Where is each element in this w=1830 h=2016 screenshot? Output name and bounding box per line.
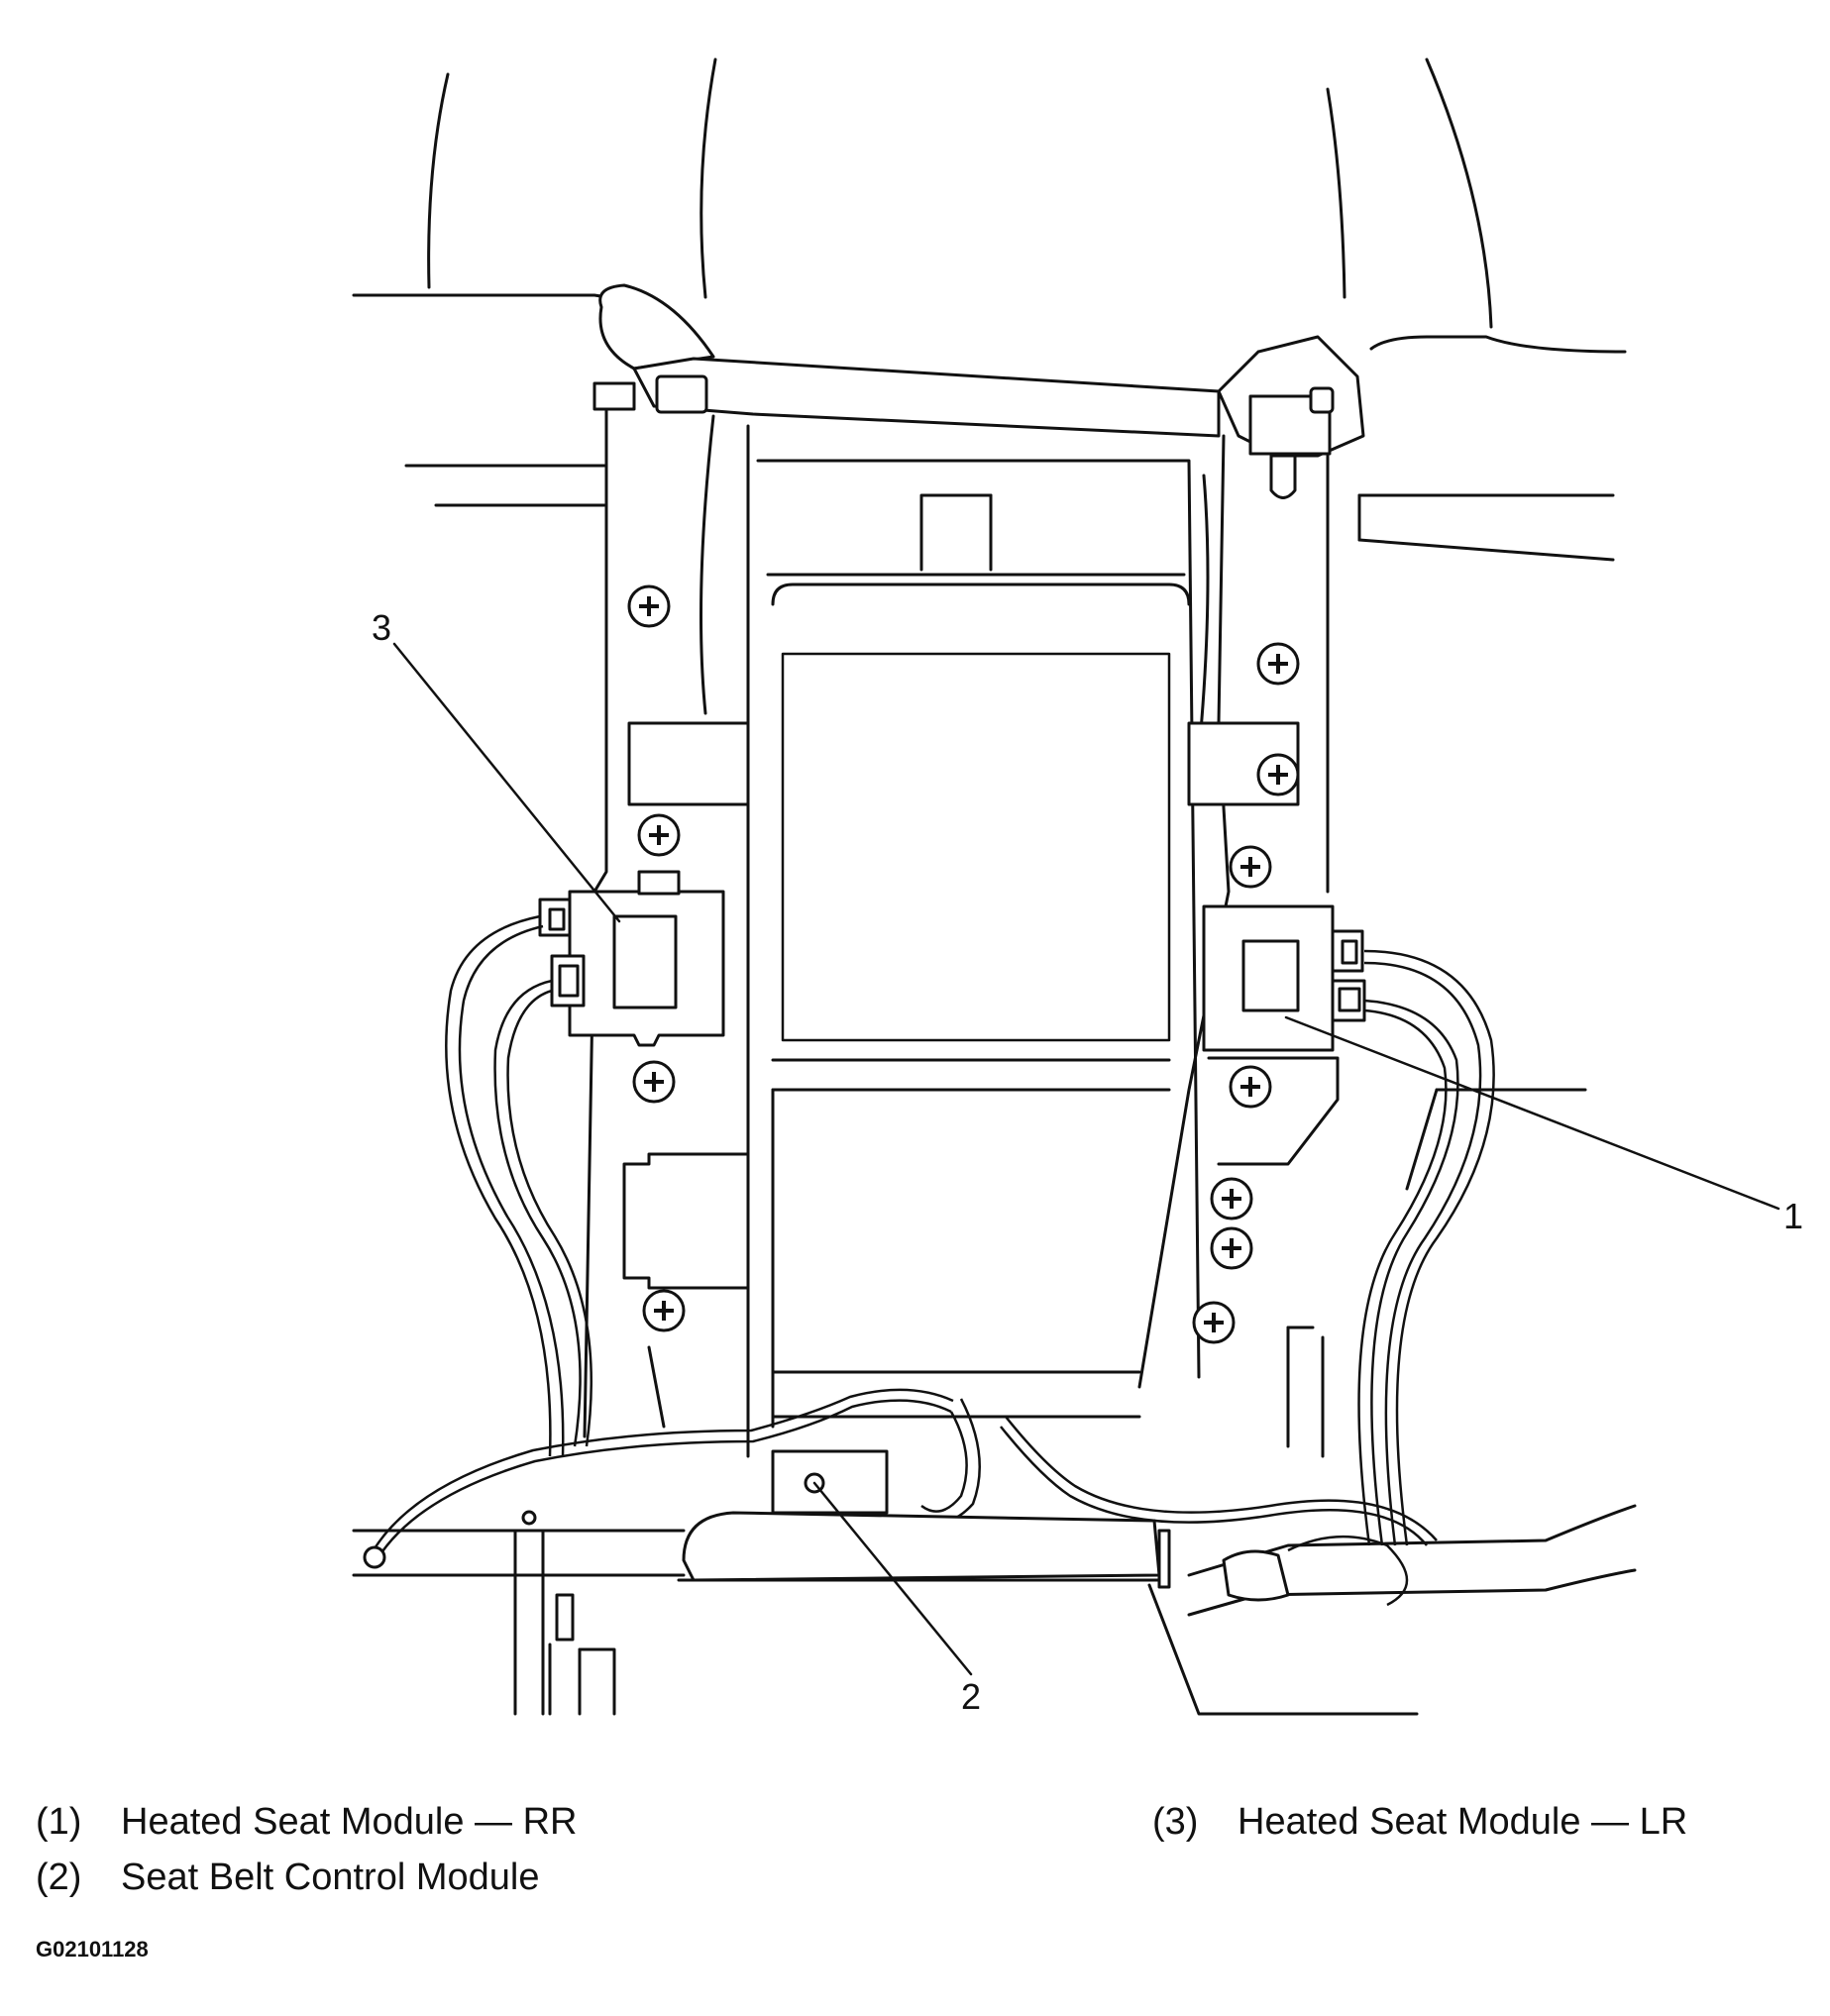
leader-lines xyxy=(392,642,1780,1676)
callout-2: 2 xyxy=(961,1676,981,1717)
legend-text: Heated Seat Module — RR xyxy=(121,1801,578,1843)
seat-back-outline xyxy=(352,57,1627,562)
heated-seat-module-lr xyxy=(538,870,725,1047)
legend-item-3: (3) Heated Seat Module — LR xyxy=(1152,1801,1687,1844)
seat-frame-diagram: 3 1 2 xyxy=(352,57,1803,1717)
screw-icon xyxy=(642,1289,686,1332)
screw-icon xyxy=(632,1060,676,1104)
screw-icon xyxy=(627,584,671,628)
legend-item-2: (2) Seat Belt Control Module xyxy=(36,1857,539,1899)
screw-icons xyxy=(627,584,1300,1344)
screw-icon xyxy=(1210,1177,1253,1220)
screw-icon xyxy=(1210,1226,1253,1270)
screw-icon xyxy=(1256,642,1300,686)
screw-icon xyxy=(1192,1301,1236,1344)
legend-num: (3) xyxy=(1152,1801,1199,1843)
legend-num: (1) xyxy=(36,1801,82,1843)
heated-seat-module-rr xyxy=(1202,904,1366,1166)
seat-frame xyxy=(583,409,1330,1458)
callout-1: 1 xyxy=(1783,1196,1803,1236)
figure-id: G02101128 xyxy=(36,1937,149,1962)
legend-text: Heated Seat Module — LR xyxy=(1238,1801,1688,1843)
wire-harness xyxy=(370,914,1495,1561)
legend-num: (2) xyxy=(36,1857,82,1898)
callout-3: 3 xyxy=(372,607,391,648)
lower-frame xyxy=(352,1088,1637,1716)
top-cross-bar xyxy=(592,283,1365,499)
seat-belt-control-module xyxy=(677,1449,1171,1589)
legend-text: Seat Belt Control Module xyxy=(121,1857,540,1898)
screw-icon xyxy=(1229,1065,1272,1109)
screw-icon xyxy=(637,813,681,857)
legend-item-1: (1) Heated Seat Module — RR xyxy=(36,1801,577,1844)
screw-icon xyxy=(1256,753,1300,796)
screw-icon xyxy=(1229,845,1272,889)
